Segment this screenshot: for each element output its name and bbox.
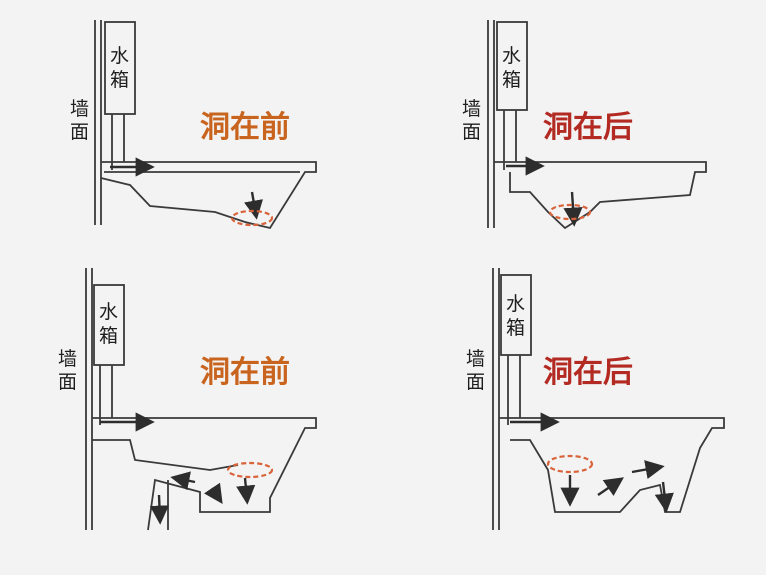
- drain-hole-marker: [226, 461, 274, 479]
- label-hole-front: 洞在前: [200, 110, 290, 145]
- wall-label-2: 面: [58, 371, 77, 393]
- water-tank: [93, 284, 125, 366]
- label-hole-back: 洞在后: [543, 110, 633, 145]
- panel-bottom-left: 水 箱 墙 面 洞在前: [58, 268, 317, 531]
- wall-label-1: 墙: [462, 98, 481, 120]
- wall-label-1: 墙: [466, 348, 485, 370]
- wall-label-2: 面: [466, 371, 485, 393]
- wall-label-2: 面: [462, 121, 481, 143]
- panel-bottom-right: 水 箱 墙 面 洞在后: [466, 268, 725, 530]
- tank-label-1: 水: [502, 45, 521, 67]
- tank-label-1: 水: [99, 301, 118, 323]
- label-hole-front: 洞在前: [200, 355, 290, 390]
- drain-hole-marker: [546, 454, 594, 474]
- tank-label-1: 水: [506, 293, 525, 315]
- drain-hole-marker: [230, 209, 274, 227]
- tank-label-2: 箱: [110, 69, 129, 91]
- wall-label-1: 墙: [58, 348, 77, 370]
- tank-label-2: 箱: [506, 317, 525, 339]
- water-tank: [496, 21, 528, 111]
- panel-top-right: 水 箱 墙 面 洞在后: [462, 20, 707, 230]
- wall-label-1: 墙: [70, 98, 89, 120]
- drain-hole-marker: [548, 203, 592, 221]
- wall-label-2: 面: [70, 121, 89, 143]
- label-hole-back: 洞在后: [543, 355, 633, 390]
- water-tank: [500, 274, 532, 356]
- water-tank: [104, 21, 136, 115]
- tank-label-2: 箱: [502, 69, 521, 91]
- panel-top-left: 水 箱 墙 面 洞在前: [70, 20, 317, 230]
- tank-label-1: 水: [110, 45, 129, 67]
- tank-label-2: 箱: [99, 325, 118, 347]
